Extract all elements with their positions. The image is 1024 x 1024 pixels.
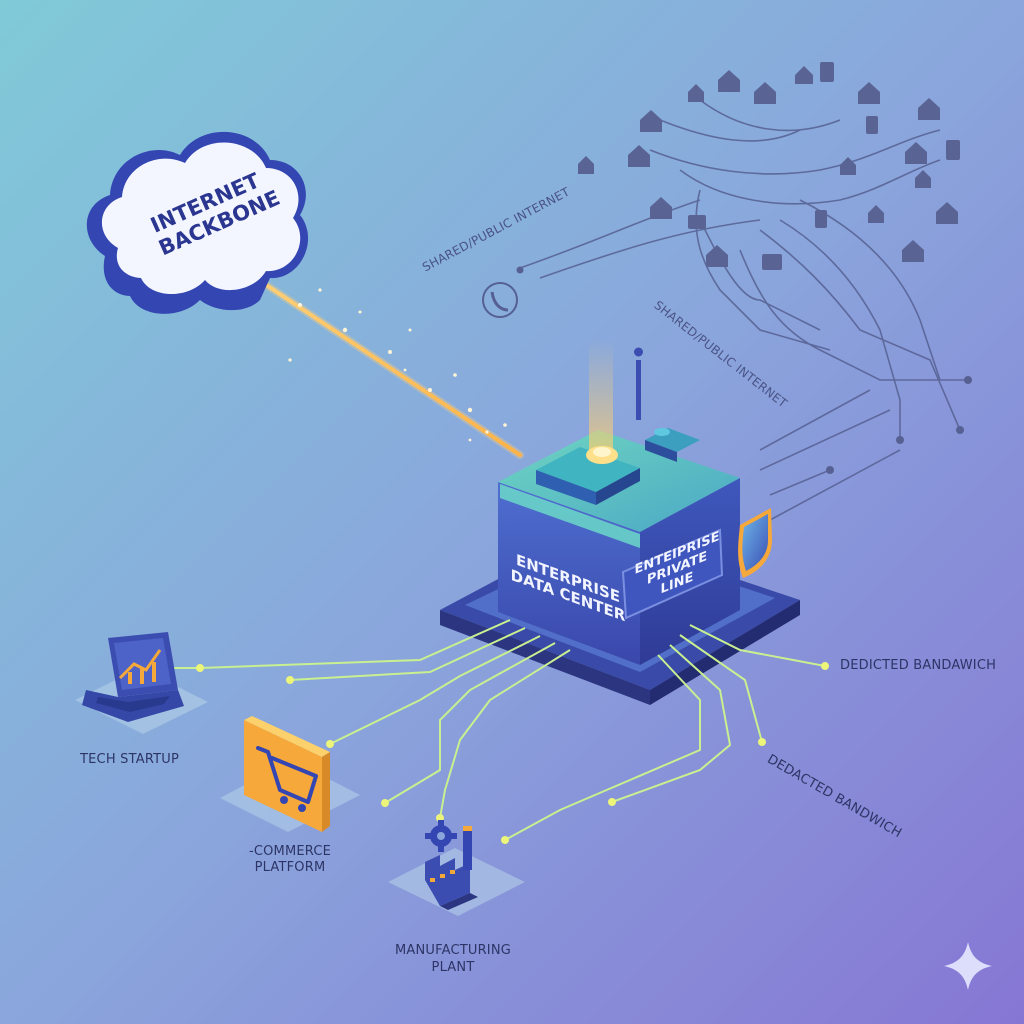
house-icon-group [578, 62, 960, 270]
ecommerce-label-line1: -COMMERCE [248, 844, 332, 859]
manufacturing-label: MANUFACTURING PLANT [395, 942, 511, 976]
shopping-cart-icon[interactable] [220, 716, 360, 832]
factory-icon[interactable] [388, 820, 525, 916]
manufacturing-label-line1: MANUFACTURING [394, 943, 512, 958]
dedicated-endpoints [196, 662, 829, 844]
tech-startup-label: TECH STARTUP [80, 752, 179, 767]
dedicated-lines [162, 619, 826, 841]
backbone-beam [228, 258, 524, 459]
cloud-icon [86, 131, 309, 314]
public-network-cluster [519, 99, 968, 521]
antenna-icon [634, 347, 643, 420]
manufacturing-label-line2: PLANT [431, 960, 475, 975]
private-line-tag [621, 528, 724, 620]
ecommerce-label: -COMMERCE PLATFORM [249, 844, 331, 876]
phone-icon [482, 282, 518, 318]
public-network-endpoints [516, 266, 972, 474]
shield-icon [738, 508, 772, 578]
ecommerce-label-line2: PLATFORM [254, 860, 326, 875]
data-center[interactable] [440, 340, 800, 705]
sparkle-icon [944, 942, 992, 990]
laptop-chart-icon[interactable] [75, 632, 208, 734]
dedicated-bandwidth-label-1: DEDICTED BANDAWICH [840, 658, 997, 673]
gear-icon [425, 820, 457, 852]
